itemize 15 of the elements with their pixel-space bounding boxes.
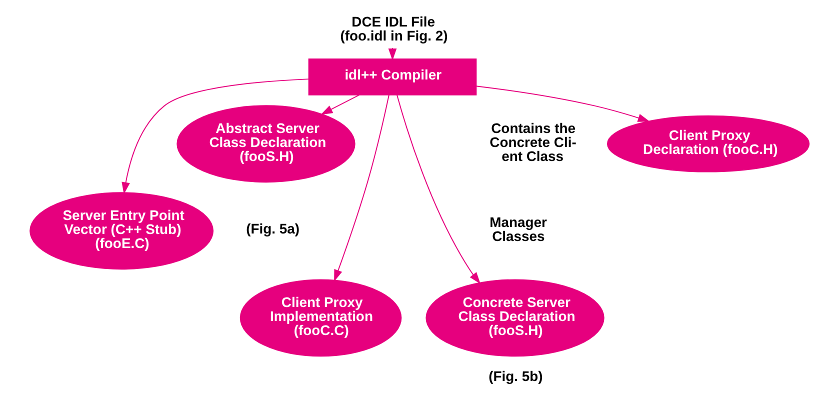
label: Manager Classes [490,214,547,244]
arrow [320,94,360,115]
arrow [396,94,481,284]
node-ellipse: Client Proxy Implementation (fooC.C) [240,279,402,357]
node-label: (Fig. 5b) [488,368,543,384]
arrow [476,86,650,122]
node-text: DCE IDL File (foo.idl in Fig. 2) [340,13,448,44]
node-box: idl++ Compiler [308,58,477,96]
arrow [122,78,310,194]
node-label: (Fig. 5a) [246,220,300,237]
label: Contains the Concrete Cli- ent Class [490,120,576,164]
node-ellipse: Server Entry Point Vector (C++ Stub) (fooE.C) [30,192,214,270]
arrow [334,94,390,282]
node-ellipse: Concrete Server Class Declaration (fooS.H) [426,279,604,357]
node-ellipse: Client Proxy Declaration (fooC.H) [606,115,810,172]
